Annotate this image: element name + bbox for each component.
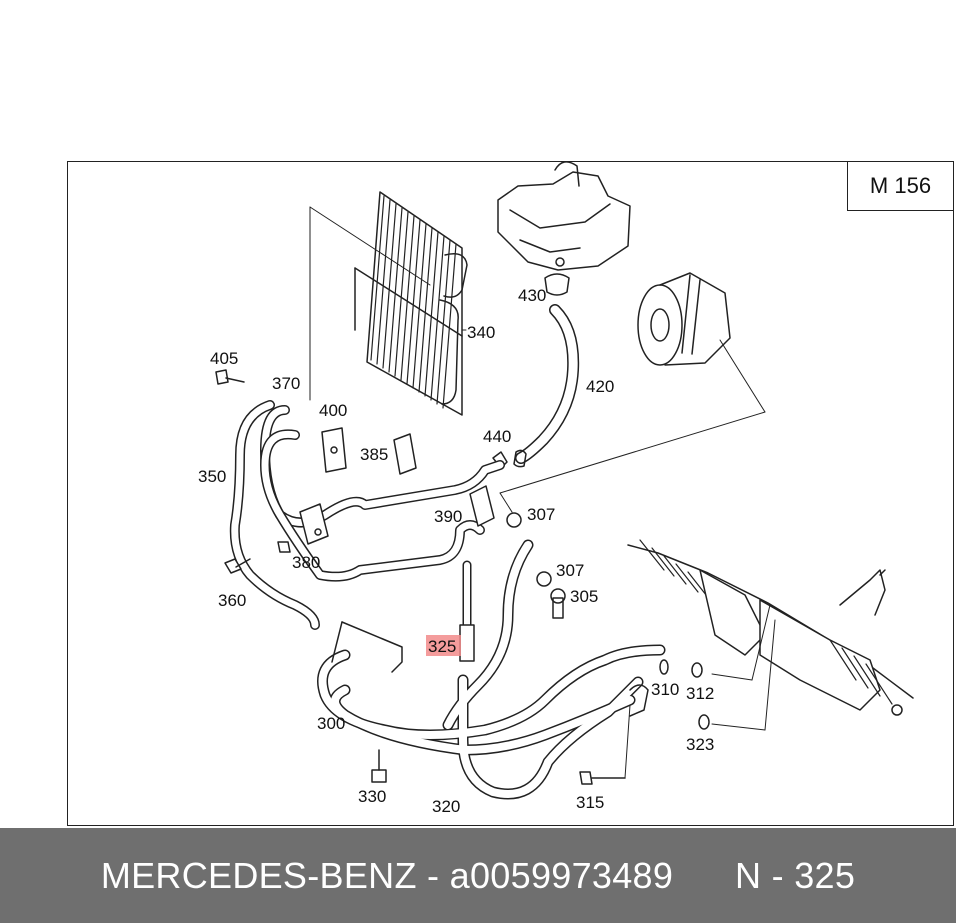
label-430[interactable]: 430 (518, 286, 546, 305)
label-400[interactable]: 400 (319, 401, 347, 420)
label-325[interactable]: 325 (428, 637, 456, 656)
part-labels: 340 430 420 405 370 400 440 385 350 390 … (198, 286, 714, 816)
label-440[interactable]: 440 (483, 427, 511, 446)
label-305[interactable]: 305 (570, 587, 598, 606)
label-385[interactable]: 385 (360, 445, 388, 464)
parts-diagram: 340 430 420 405 370 400 440 385 350 390 … (198, 161, 914, 816)
diagram-frame (67, 161, 954, 826)
highlight-325 (426, 635, 461, 656)
footer-separator: - (416, 854, 450, 896)
footer-gap (673, 855, 735, 897)
reservoir-drawing (497, 161, 631, 296)
label-390[interactable]: 390 (434, 507, 462, 526)
footer-part-number: a0059973489 (449, 854, 674, 896)
label-405[interactable]: 405 (210, 349, 238, 368)
label-300[interactable]: 300 (317, 714, 345, 733)
label-307b[interactable]: 307 (556, 561, 584, 580)
label-320[interactable]: 320 (432, 797, 460, 816)
footer-brand: MERCEDES-BENZ (100, 854, 417, 896)
label-370[interactable]: 370 (272, 374, 300, 393)
label-360[interactable]: 360 (218, 591, 246, 610)
label-420[interactable]: 420 (586, 377, 614, 396)
label-350[interactable]: 350 (198, 467, 226, 486)
label-380[interactable]: 380 (292, 553, 320, 572)
label-307a[interactable]: 307 (527, 505, 555, 524)
oil-cooler-drawing (354, 191, 468, 416)
label-310[interactable]: 310 (651, 680, 679, 699)
label-312[interactable]: 312 (686, 684, 714, 703)
model-code: M 156 (869, 173, 932, 198)
label-330[interactable]: 330 (358, 787, 386, 806)
label-323[interactable]: 323 (686, 735, 714, 754)
footer-position: N - 325 (735, 854, 856, 896)
steering-gear-drawing (627, 539, 914, 716)
footer-banner: MERCEDES-BENZ - a0059973489 N - 325 (0, 828, 956, 923)
model-code-box: M 156 (847, 161, 954, 211)
label-340[interactable]: 340 (467, 323, 495, 342)
label-315[interactable]: 315 (576, 793, 604, 812)
power-steering-pump-drawing (637, 272, 731, 366)
